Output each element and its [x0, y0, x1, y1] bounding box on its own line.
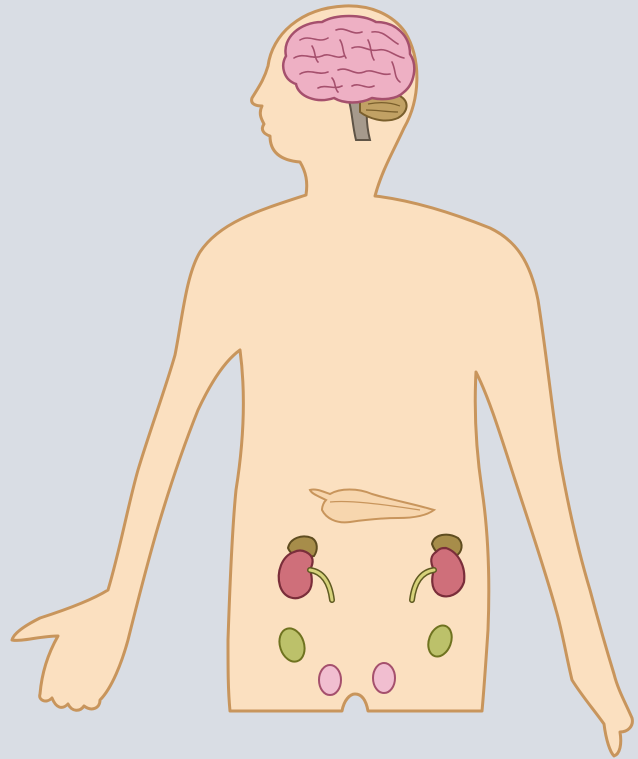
- right-testis-icon: [373, 663, 395, 693]
- left-testis-icon: [319, 665, 341, 695]
- brain-icon: [283, 16, 414, 103]
